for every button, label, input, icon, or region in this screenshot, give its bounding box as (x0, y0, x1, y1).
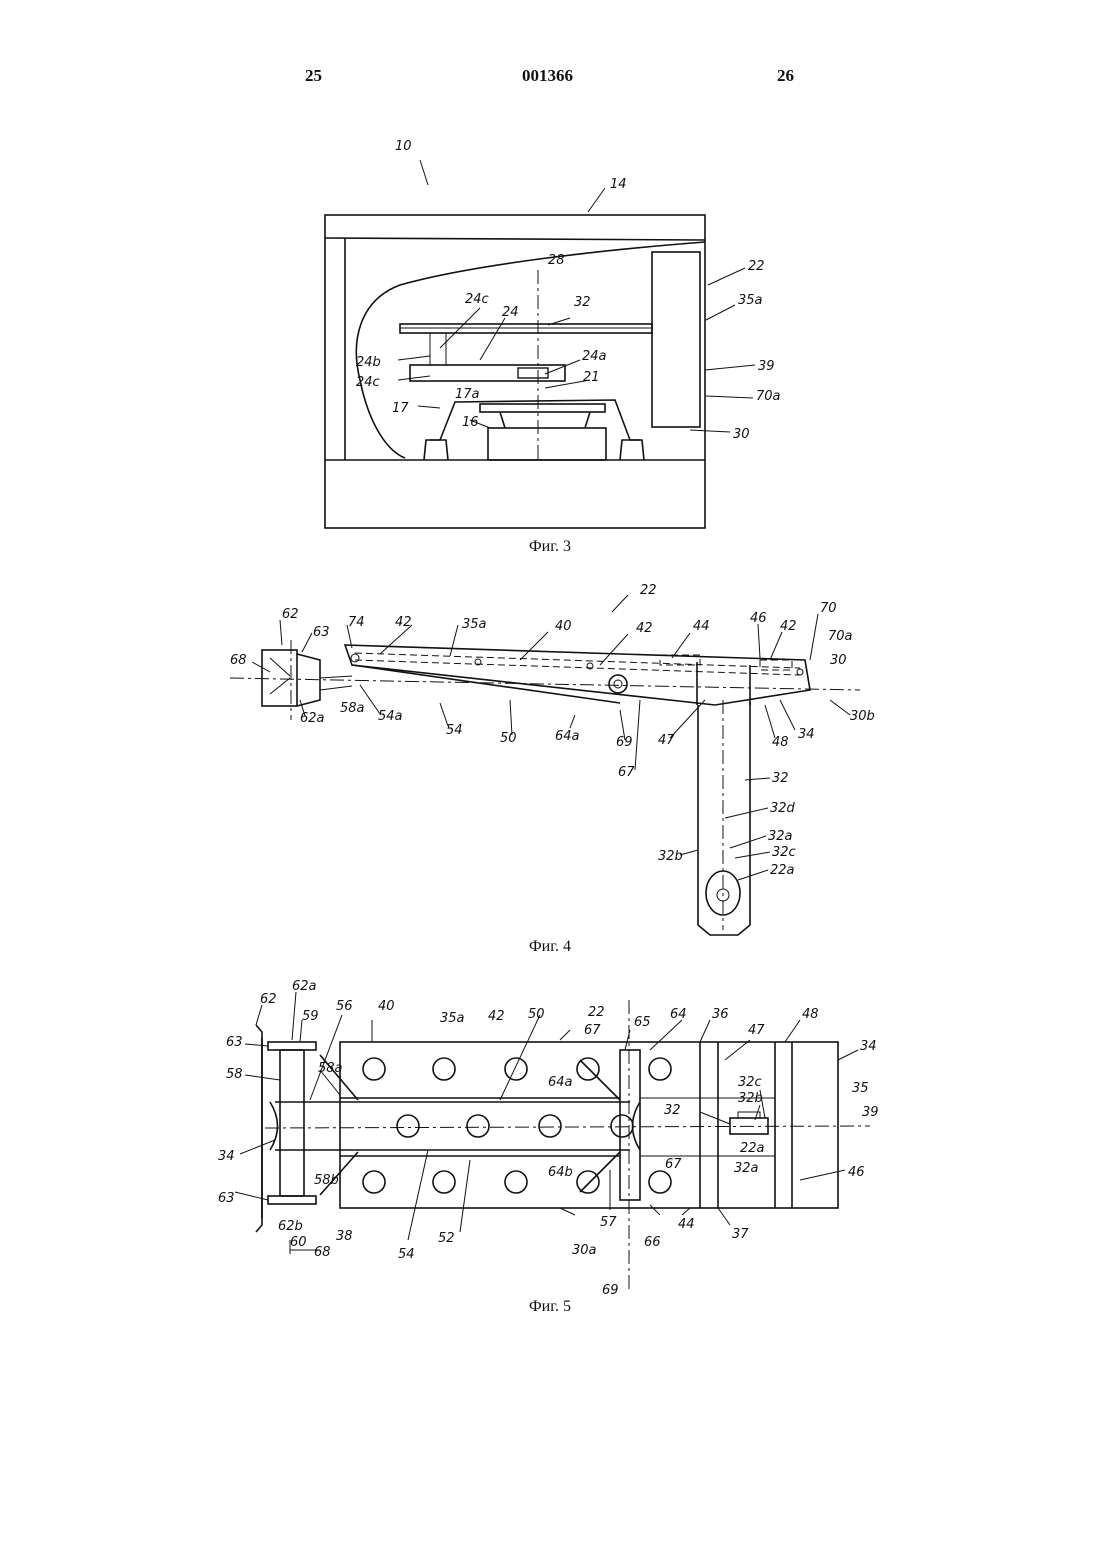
fig5-label: 66 (644, 1235, 661, 1250)
fig5-label: 64b (548, 1165, 573, 1180)
fig5-label: 60 (290, 1235, 307, 1250)
fig5-label: 63 (218, 1191, 235, 1206)
fig5-label: 64 (670, 1007, 687, 1022)
fig5-label: 57 (600, 1215, 617, 1230)
fig5-label: 36 (712, 1007, 729, 1022)
fig5-label: 58a (318, 1061, 343, 1076)
fig5-label: 22 (588, 1005, 605, 1020)
fig5-label: 62a (292, 979, 317, 994)
fig5-label: 47 (748, 1023, 765, 1038)
fig5-label: 35 (852, 1081, 869, 1096)
fig5-label: 38 (336, 1229, 353, 1244)
fig5-label: 39 (862, 1105, 879, 1120)
fig5-label: 37 (732, 1227, 749, 1242)
fig5-label: 62b (278, 1219, 303, 1234)
fig5-label: 22a (740, 1141, 765, 1156)
fig5-label: 64a (548, 1075, 573, 1090)
fig5-label: 32a (734, 1161, 759, 1176)
fig5-label: 67 (665, 1157, 682, 1172)
fig5-label: 32b (738, 1091, 763, 1106)
fig5-label: 54 (398, 1247, 415, 1262)
fig5-label: 30a (572, 1243, 597, 1258)
fig5-label: 34 (860, 1039, 877, 1054)
fig5-label: 42 (488, 1009, 505, 1024)
fig5-label: 69 (602, 1283, 619, 1298)
fig5-label: 58 (226, 1067, 243, 1082)
figure-5-drawing: 62a 62 59 56 40 35a 42 50 22 67 65 64 36… (0, 0, 1100, 1310)
fig5-label: 35a (440, 1011, 465, 1026)
fig5-label: 44 (678, 1217, 695, 1232)
fig5-label: 68 (314, 1245, 331, 1260)
fig5-label: 48 (802, 1007, 819, 1022)
fig5-label: 63 (226, 1035, 243, 1050)
fig5-label: 62 (260, 992, 277, 1007)
fig5-label: 34 (218, 1149, 235, 1164)
fig5-label: 58b (314, 1173, 339, 1188)
fig5-label: 32c (738, 1075, 762, 1090)
fig5-label: 59 (302, 1009, 319, 1024)
fig5-label: 40 (378, 999, 395, 1014)
fig5-label: 46 (848, 1165, 865, 1180)
fig5-label: 67 (584, 1023, 601, 1038)
fig5-label: 65 (634, 1015, 651, 1030)
fig5-label: 52 (438, 1231, 455, 1246)
fig5-label: 56 (336, 999, 353, 1014)
figure-5-caption: Фиг. 5 (450, 1298, 650, 1316)
fig5-label: 50 (528, 1007, 545, 1022)
fig5-label: 32 (664, 1103, 681, 1118)
